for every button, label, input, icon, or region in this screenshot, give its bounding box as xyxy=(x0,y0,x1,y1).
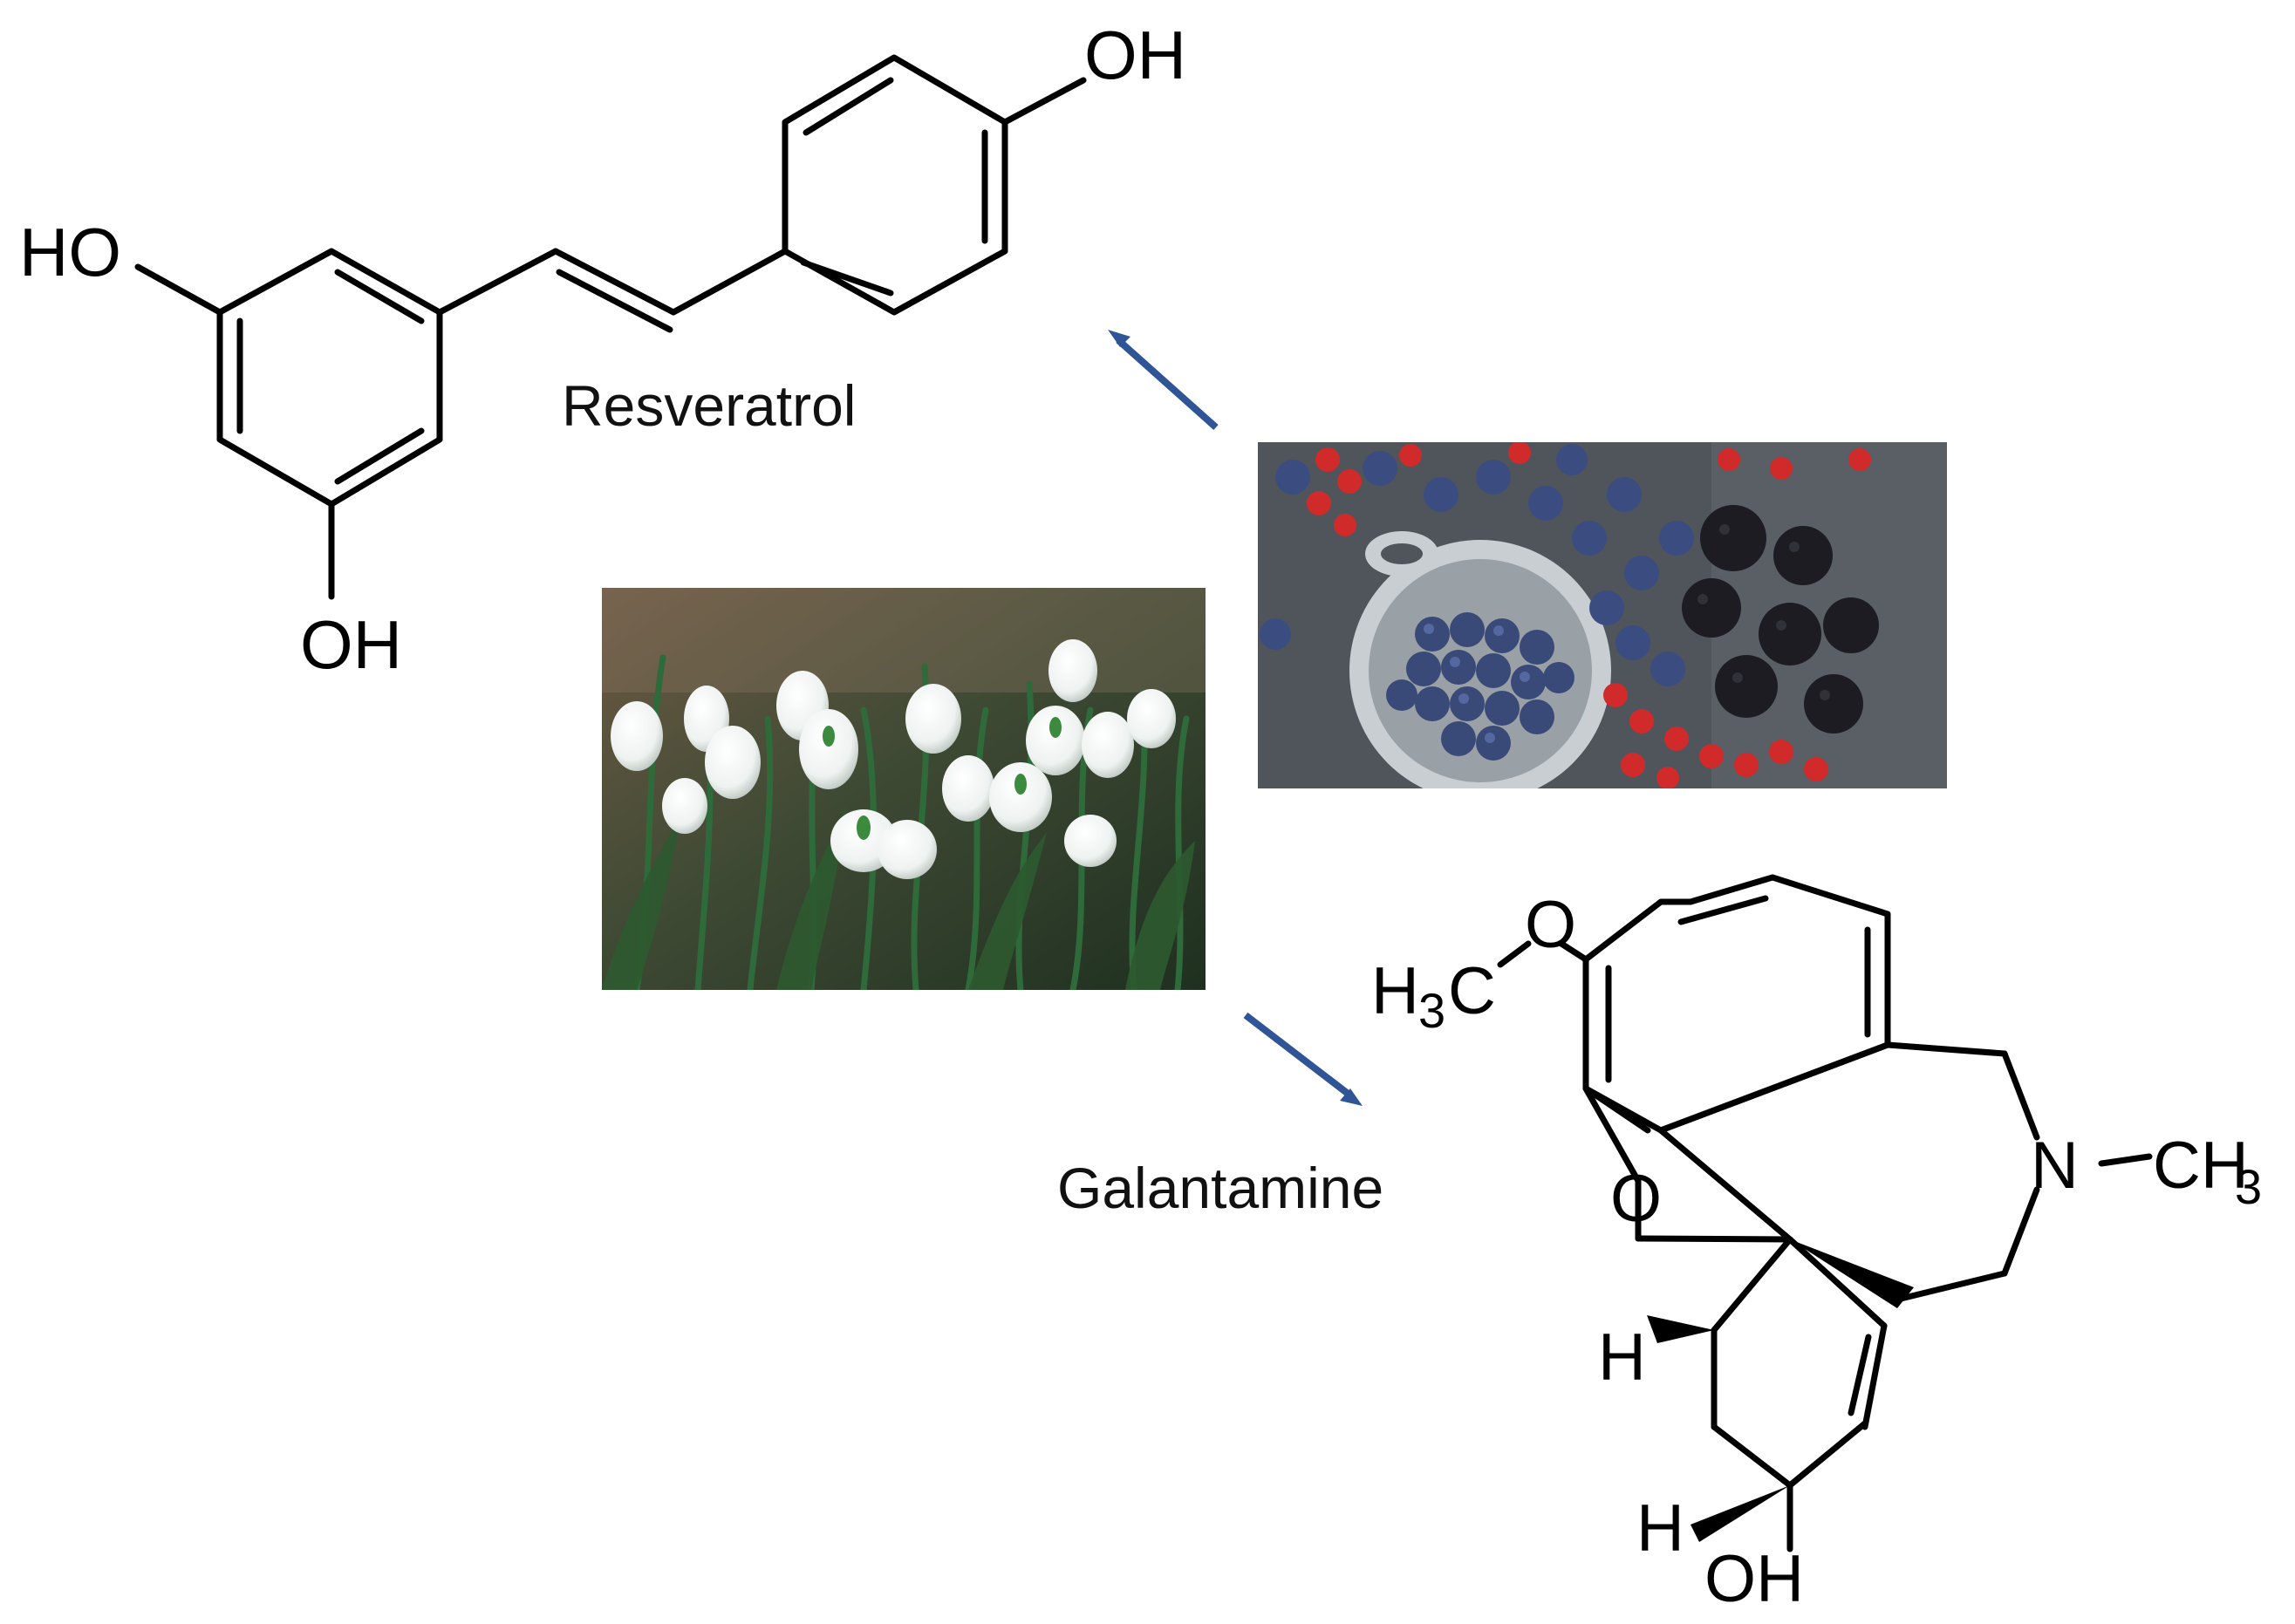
resveratrol-structure xyxy=(134,54,1087,600)
berries-photo xyxy=(1258,442,1947,788)
galantamine-oh-label: OH xyxy=(1704,1542,1804,1616)
berries-to-resveratrol-arrowhead xyxy=(1108,330,1130,347)
galantamine-h-lower-label: H xyxy=(1636,1491,1684,1566)
galantamine-n-methyl-label: CH xyxy=(2153,1129,2249,1203)
berries-to-resveratrol-arrow xyxy=(1116,338,1219,430)
snowdrop-to-galantamine-arrowhead xyxy=(1340,1088,1363,1106)
galantamine-methyl-c-label: C xyxy=(1448,954,1496,1028)
galantamine-ether-o-label: O xyxy=(1525,888,1576,962)
snowdrop-to-galantamine-arrow xyxy=(1243,1012,1353,1099)
galantamine-methyl-sub-label: 3 xyxy=(1418,983,1445,1038)
resveratrol-oh-top-label: OH xyxy=(1084,17,1186,93)
galantamine-methyl-h-label: H xyxy=(1371,954,1419,1028)
galantamine-nitrogen-label: N xyxy=(2031,1129,2079,1203)
resveratrol-ho-left-label: HO xyxy=(19,214,121,290)
galantamine-n-methyl-sub-label: 3 xyxy=(2235,1159,2262,1214)
arrows xyxy=(1108,330,1363,1106)
stereo-wedges xyxy=(1647,1239,1914,1542)
galantamine-name: Galantamine xyxy=(1057,1156,1384,1220)
resveratrol-oh-bottom-label: OH xyxy=(300,606,402,683)
snowdrop-photo xyxy=(602,588,1206,990)
galantamine-ring-o-label: O xyxy=(1610,1162,1662,1236)
galantamine-structure xyxy=(1497,874,2153,1552)
resveratrol-name: Resveratrol xyxy=(562,373,857,438)
galantamine-h-upper-label: H xyxy=(1598,1320,1646,1395)
